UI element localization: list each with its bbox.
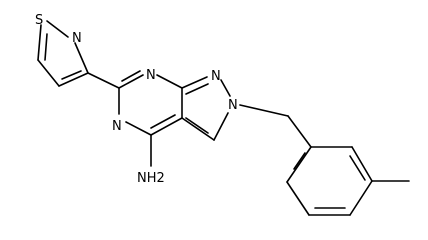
atom-n1: N: [72, 31, 82, 46]
bond-c3-c3a: [181, 117, 215, 141]
bond-c3a-c4: [150, 117, 183, 136]
atom-n-top: N: [146, 68, 156, 83]
bond-b1-b2: [286, 146, 312, 183]
benzene-ring: [286, 146, 373, 216]
bond-b2-b3: [286, 181, 310, 216]
bond-n1-c3: [74, 42, 89, 74]
bond-c5-s1: [37, 24, 42, 61]
bond-b1-b2-inner: [293, 152, 306, 170]
bond-b4-b5: [349, 180, 373, 216]
bond-n7-c7a: [156, 74, 183, 89]
isothiazole-ring: [37, 20, 89, 87]
atom-n-lower: N: [112, 119, 122, 134]
bond-c5-s1-inner: [44, 33, 48, 61]
atom-amine: NH2: [137, 171, 165, 186]
bond-c4-n5: [125, 121, 152, 136]
bond-n1-n2: [220, 79, 231, 97]
bond-c3a-c4-inner: [150, 114, 176, 129]
bond-n2-ch2: [239, 104, 289, 117]
bond-c6-n7: [118, 74, 144, 89]
bond-b5-b6-inner: [349, 155, 366, 181]
bond-b5-b6: [351, 146, 373, 182]
bond-c7a-n1-inner: [185, 83, 209, 95]
bond-c7a-n1: [181, 76, 208, 89]
bond-c3-c3a-inner: [185, 117, 209, 134]
pyrazole-ring: [181, 76, 231, 141]
pyrimidine-ring: [118, 70, 183, 136]
atom-n-pyrazole-b: N: [228, 98, 238, 113]
bond-n2-c3: [213, 112, 229, 141]
bond-c3-c4-inner: [61, 70, 82, 80]
bond-c3-c4: [58, 72, 89, 87]
atom-s1: S: [35, 13, 43, 28]
bond-s1-n1: [46, 20, 69, 38]
bond-isothiazole-pyrimidine: [87, 72, 120, 89]
atom-n-pyrazole-a: N: [211, 69, 221, 84]
bond-ch2-ring: [287, 115, 312, 148]
bond-c6-n7-inner: [121, 70, 141, 82]
bond-c4-c5: [37, 59, 60, 87]
